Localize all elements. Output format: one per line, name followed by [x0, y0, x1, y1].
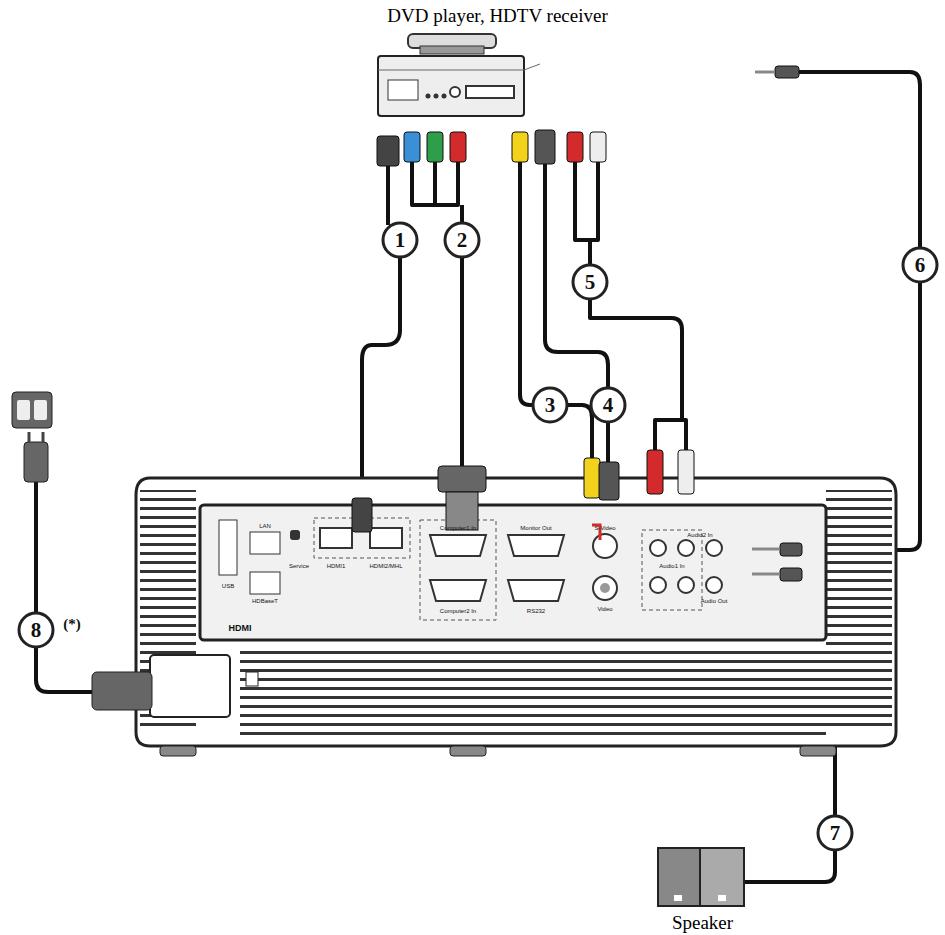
port-label: Computer2 In: [440, 608, 476, 614]
port-label: Monitor Out: [520, 525, 551, 531]
dvd-player: [378, 34, 540, 116]
callout-number: 8: [31, 620, 42, 641]
port-label: Service: [289, 563, 309, 569]
callout-number: 5: [585, 272, 596, 293]
port-label: LAN: [259, 523, 271, 529]
port-label: Audio2 In: [687, 532, 712, 538]
port-label: Audio1 In: [659, 563, 684, 569]
projector: [92, 478, 896, 756]
port-label: S-Video: [594, 525, 615, 531]
port-label: HDMI: [229, 624, 252, 633]
callout-number: 3: [545, 395, 556, 416]
port-label: Audio Out: [701, 598, 728, 604]
port-label: USB: [222, 583, 234, 589]
callout-number: 6: [915, 255, 926, 276]
port-label: Computer1 In: [440, 525, 476, 531]
callout-number: 4: [603, 395, 614, 416]
port-label: HDBaseT: [252, 598, 278, 604]
source-device: DVD player, HDTV receiver: [350, 6, 645, 126]
wall-outlet: [12, 392, 52, 482]
callout-circles: [19, 223, 937, 850]
device-label: Speaker: [672, 913, 733, 934]
callout-number: (*): [63, 617, 81, 632]
port-label: HDMI2/MHL: [369, 563, 402, 569]
callout-number: 2: [457, 230, 468, 251]
speaker-pair: [658, 848, 744, 906]
projector-plugs: [352, 450, 802, 581]
port-label: Video: [597, 606, 612, 612]
cables: [36, 72, 920, 882]
speaker-device: Speaker: [640, 848, 765, 934]
callout-number: 7: [830, 823, 841, 844]
callout-number: 1: [395, 230, 406, 251]
source-plugs: [377, 66, 799, 166]
port-label: RS232: [527, 608, 545, 614]
device-label: DVD player, HDTV receiver: [387, 6, 607, 27]
port-label: HDMI1: [327, 563, 346, 569]
